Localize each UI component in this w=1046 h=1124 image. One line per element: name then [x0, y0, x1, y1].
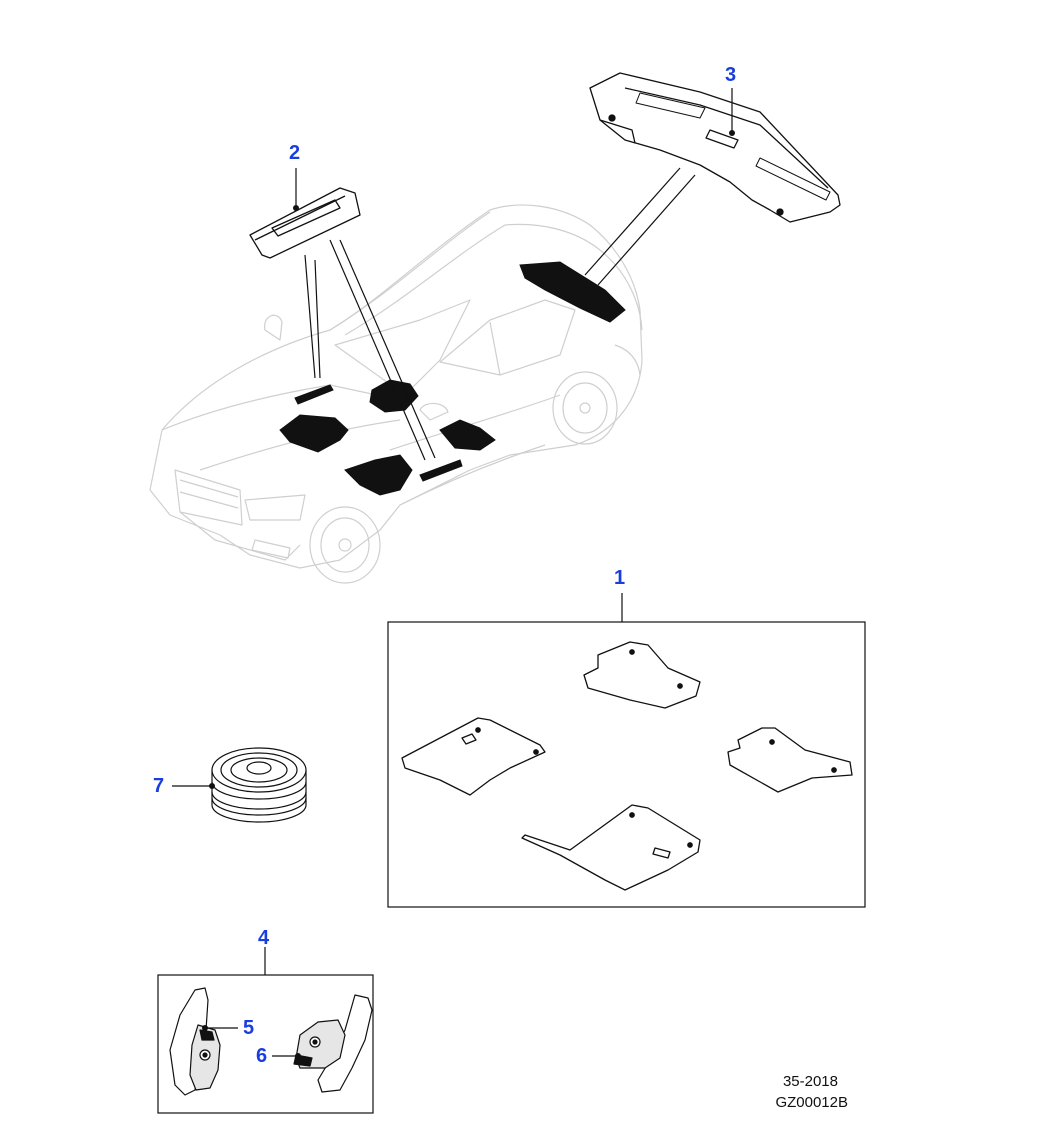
- figure-id: GZ00012B: [775, 1094, 848, 1111]
- callout-7-label: 7: [153, 775, 165, 797]
- callout-3-anchor: [729, 130, 735, 136]
- callout-2-label: 2: [289, 142, 301, 164]
- page-code: 35-2018: [782, 1073, 838, 1090]
- tape-reel: [211, 747, 307, 823]
- vehicle-illustration: [149, 204, 643, 584]
- callout-7-anchor: [209, 783, 215, 789]
- sill-plate: [249, 187, 361, 259]
- callout-5-label: 5: [243, 1017, 255, 1039]
- floor-mat-set-box: [387, 621, 866, 908]
- callout-5-anchor: [202, 1025, 208, 1031]
- leader-lines-2: [295, 168, 436, 461]
- leader-lines-5-6: [205, 1027, 298, 1057]
- callout-2-anchor: [293, 205, 299, 211]
- floor-mats: [401, 641, 853, 891]
- callout-1-label: 1: [614, 567, 626, 589]
- car-interior-mats: [279, 261, 626, 496]
- gearshift-paddles: [169, 987, 373, 1096]
- callout-6-label: 6: [256, 1045, 268, 1067]
- callout-4-label: 4: [258, 927, 270, 949]
- callout-6-anchor: [295, 1053, 301, 1059]
- loadspace-scuff-plate: [589, 72, 841, 223]
- leader-lines-3: [584, 88, 733, 286]
- callout-3-label: 3: [725, 64, 737, 86]
